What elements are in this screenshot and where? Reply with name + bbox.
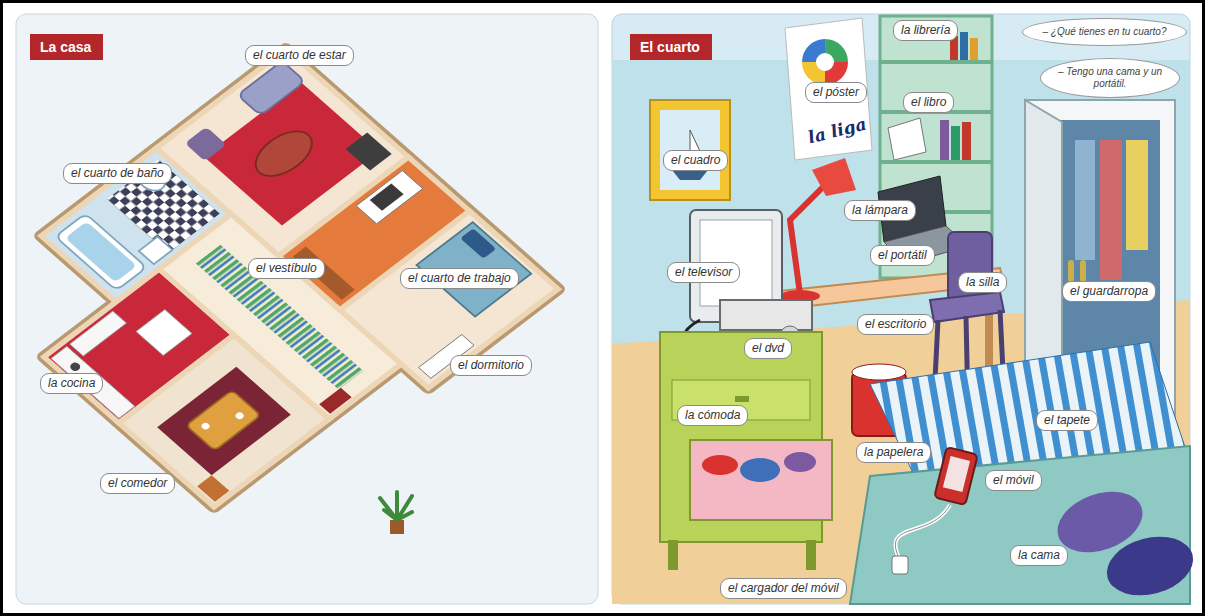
text-stack: el móvil	[993, 473, 1034, 488]
vocabulary-word: la cómoda	[685, 408, 740, 423]
vocabulary-word: el cuarto de estar	[253, 48, 346, 63]
item-label: la papelera	[856, 442, 931, 463]
text-stack: el vestíbulo	[256, 261, 317, 276]
vocabulary-word: la cama	[1018, 548, 1060, 563]
vocabulary-word: la cocina	[48, 376, 95, 391]
dialogue-text: – ¿Qué tienes en tu cuarto?	[1043, 26, 1167, 38]
text-stack: el libro	[911, 95, 946, 110]
text-stack: el comedor	[108, 476, 167, 491]
text-stack: el póster	[813, 85, 859, 100]
speech-bubble: – Tengo una cama y un portátil.	[1040, 58, 1180, 98]
speech-bubble: – ¿Qué tienes en tu cuarto?	[1022, 18, 1187, 46]
vocabulary-word: el móvil	[993, 473, 1034, 488]
text-stack: el cuarto de estar	[253, 48, 346, 63]
text-stack: el cargador del móvil	[728, 581, 839, 596]
item-label: la cómoda	[677, 405, 748, 426]
vocabulary-word: el póster	[813, 85, 859, 100]
text-stack: el guardarropa	[1070, 284, 1148, 299]
item-label: el dvd	[744, 338, 792, 359]
vocabulary-word: el cuadro	[671, 153, 720, 168]
text-stack: – Tengo una cama y un portátil.	[1055, 66, 1165, 90]
text-stack: la silla	[966, 275, 999, 290]
vocabulary-word: el libro	[911, 95, 946, 110]
vocabulary-word: el cuarto de baño	[71, 166, 164, 181]
item-label: el comedor	[100, 473, 175, 494]
item-label: el póster	[805, 82, 867, 103]
section-title: La casa	[40, 38, 91, 56]
item-label: el cuarto de trabajo	[400, 268, 519, 289]
item-label: el cargador del móvil	[720, 578, 847, 599]
item-label: la librería	[893, 20, 958, 41]
text-stack: El cuarto	[640, 38, 700, 56]
text-stack: la cómoda	[685, 408, 740, 423]
item-label: el libro	[903, 92, 954, 113]
item-label: la cama	[1010, 545, 1068, 566]
item-label: el móvil	[985, 470, 1042, 491]
item-label: el portátil	[870, 245, 935, 266]
section-banner: La casa	[30, 34, 103, 60]
vocabulary-word: el portátil	[878, 248, 927, 263]
vocabulary-word: el tapete	[1044, 413, 1090, 428]
text-stack: el escritorio	[865, 317, 926, 332]
house-plan	[0, 49, 558, 531]
text-stack: la librería	[901, 23, 950, 38]
item-label: el tapete	[1036, 410, 1098, 431]
vocabulary-word: el dvd	[752, 341, 784, 356]
bedroom-scene	[612, 16, 1200, 604]
text-stack: el dormitorio	[458, 358, 524, 373]
vocabulary-word: la papelera	[864, 445, 923, 460]
poster-text: la liga	[806, 114, 868, 148]
text-stack: el portátil	[878, 248, 927, 263]
text-stack: el dvd	[752, 341, 784, 356]
vocabulary-word: el cuarto de trabajo	[408, 271, 511, 286]
item-label: la lámpara	[844, 200, 916, 221]
vocabulary-word: el vestíbulo	[256, 261, 317, 276]
dialogue-text: – Tengo una cama y un portátil.	[1055, 66, 1165, 90]
vocabulary-word: el dormitorio	[458, 358, 524, 373]
vocabulary-word: el televisor	[675, 265, 732, 280]
text-stack: la cama	[1018, 548, 1060, 563]
vocabulary-word: la librería	[901, 23, 950, 38]
text-stack: La casa	[40, 38, 91, 56]
text-stack: – ¿Qué tienes en tu cuarto?	[1043, 26, 1167, 38]
text-stack: el televisor	[675, 265, 732, 280]
text-stack: el cuarto de trabajo	[408, 271, 511, 286]
vocabulary-word: el escritorio	[865, 317, 926, 332]
vocabulary-word: la silla	[966, 275, 999, 290]
section-banner: El cuarto	[630, 34, 712, 60]
item-label: el televisor	[667, 262, 740, 283]
item-label: el cuarto de baño	[63, 163, 172, 184]
vocabulary-word: el comedor	[108, 476, 167, 491]
text-stack: el tapete	[1044, 413, 1090, 428]
vocabulary-word: el guardarropa	[1070, 284, 1148, 299]
text-stack: el cuadro	[671, 153, 720, 168]
text-stack: la cocina	[48, 376, 95, 391]
item-label: el dormitorio	[450, 355, 532, 376]
vocabulary-word: la lámpara	[852, 203, 908, 218]
text-stack: la lámpara	[852, 203, 908, 218]
text-stack: la papelera	[864, 445, 923, 460]
text-stack: el cuarto de baño	[71, 166, 164, 181]
item-label: el cuadro	[663, 150, 728, 171]
item-label: el escritorio	[857, 314, 934, 335]
item-label: el vestíbulo	[248, 258, 325, 279]
plant	[380, 492, 412, 534]
item-label: la silla	[958, 272, 1007, 293]
item-label: el guardarropa	[1062, 281, 1156, 302]
item-label: la cocina	[40, 373, 103, 394]
section-title: El cuarto	[640, 38, 700, 56]
vocabulary-word: el cargador del móvil	[728, 581, 839, 596]
item-label: el cuarto de estar	[245, 45, 354, 66]
